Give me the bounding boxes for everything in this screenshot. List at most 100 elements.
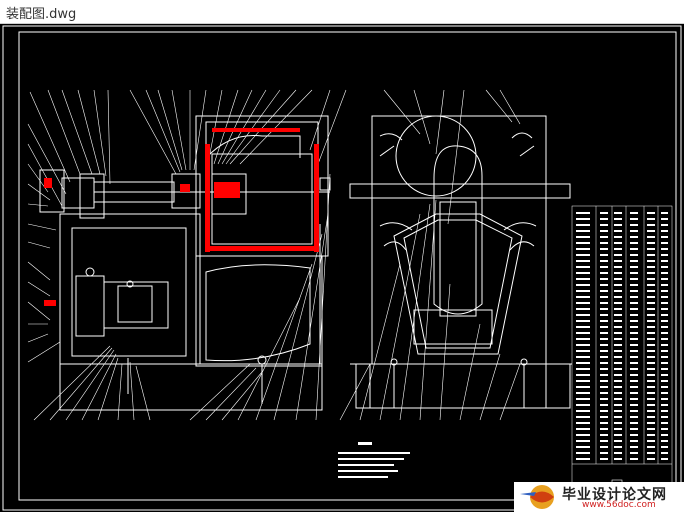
table-cell-mark bbox=[661, 368, 668, 370]
table-cell-mark bbox=[576, 404, 590, 406]
table-cell-mark bbox=[600, 458, 608, 460]
table-cell-mark bbox=[614, 260, 622, 262]
table-cell-mark bbox=[600, 452, 608, 454]
table-cell-mark bbox=[661, 314, 668, 316]
table-cell-mark bbox=[661, 416, 668, 418]
table-cell-mark bbox=[647, 416, 655, 418]
table-cell-mark bbox=[614, 374, 622, 376]
table-cell-mark bbox=[647, 260, 655, 262]
table-cell-mark bbox=[661, 362, 668, 364]
table-cell-mark bbox=[630, 302, 638, 304]
file-tab[interactable]: 装配图.dwg bbox=[0, 0, 684, 24]
table-cell-mark bbox=[614, 410, 622, 412]
table-cell-mark bbox=[600, 296, 608, 298]
globe-logo-icon bbox=[520, 485, 554, 509]
table-cell-mark bbox=[600, 248, 608, 250]
table-cell-mark bbox=[647, 236, 655, 238]
table-cell-mark bbox=[576, 350, 590, 352]
table-cell-mark bbox=[576, 422, 590, 424]
table-cell-mark bbox=[647, 350, 655, 352]
table-cell-mark bbox=[614, 272, 622, 274]
table-cell-mark bbox=[600, 416, 608, 418]
table-cell-mark bbox=[630, 410, 638, 412]
table-cell-mark bbox=[600, 428, 608, 430]
table-cell-mark bbox=[576, 368, 590, 370]
table-cell-mark bbox=[647, 332, 655, 334]
table-cell-mark bbox=[630, 236, 638, 238]
table-cell-mark bbox=[600, 386, 608, 388]
drawing-canvas[interactable]: 毕业设计论文网 www.56doc.com bbox=[0, 24, 684, 512]
table-cell-mark bbox=[600, 398, 608, 400]
table-cell-mark bbox=[614, 320, 622, 322]
table-cell-mark bbox=[576, 212, 590, 214]
table-cell-mark bbox=[600, 314, 608, 316]
table-cell-mark bbox=[630, 242, 638, 244]
table-cell-mark bbox=[630, 380, 638, 382]
table-cell-mark bbox=[600, 332, 608, 334]
table-cell-mark bbox=[630, 374, 638, 376]
table-cell-mark bbox=[600, 374, 608, 376]
table-cell-mark bbox=[576, 230, 590, 232]
table-cell-mark bbox=[647, 422, 655, 424]
table-cell-mark bbox=[630, 416, 638, 418]
table-cell-mark bbox=[600, 230, 608, 232]
table-cell-mark bbox=[614, 290, 622, 292]
table-cell-mark bbox=[661, 440, 668, 442]
table-cell-mark bbox=[576, 296, 590, 298]
table-cell-mark bbox=[614, 392, 622, 394]
table-cell-mark bbox=[600, 266, 608, 268]
table-cell-mark bbox=[614, 422, 622, 424]
table-cell-mark bbox=[647, 218, 655, 220]
table-cell-mark bbox=[661, 338, 668, 340]
table-cell-mark bbox=[600, 404, 608, 406]
table-cell-mark bbox=[600, 380, 608, 382]
table-cell-mark bbox=[576, 278, 590, 280]
table-cell-mark bbox=[647, 440, 655, 442]
table-cell-mark bbox=[600, 434, 608, 436]
table-cell-mark bbox=[630, 362, 638, 364]
table-cell-mark bbox=[630, 248, 638, 250]
table-cell-mark bbox=[630, 224, 638, 226]
table-cell-mark bbox=[576, 440, 590, 442]
table-cell-mark bbox=[647, 266, 655, 268]
table-cell-mark bbox=[600, 278, 608, 280]
table-cell-mark bbox=[661, 428, 668, 430]
table-cell-mark bbox=[647, 362, 655, 364]
table-cell-mark bbox=[647, 290, 655, 292]
table-cell-mark bbox=[647, 386, 655, 388]
table-cell-mark bbox=[614, 284, 622, 286]
table-cell-mark bbox=[576, 236, 590, 238]
table-cell-mark bbox=[647, 278, 655, 280]
table-cell-mark bbox=[647, 458, 655, 460]
table-cell-mark bbox=[630, 326, 638, 328]
table-cell-mark bbox=[614, 368, 622, 370]
table-cell-mark bbox=[661, 224, 668, 226]
table-cell-mark bbox=[647, 326, 655, 328]
table-cell-mark bbox=[661, 236, 668, 238]
watermark-banner: 毕业设计论文网 www.56doc.com bbox=[514, 482, 684, 512]
technical-notes bbox=[338, 442, 410, 478]
table-cell-mark bbox=[647, 398, 655, 400]
table-cell-mark bbox=[576, 362, 590, 364]
table-cell-mark bbox=[600, 302, 608, 304]
table-cell-mark bbox=[614, 446, 622, 448]
table-cell-mark bbox=[630, 212, 638, 214]
table-cell-mark bbox=[630, 314, 638, 316]
table-cell-mark bbox=[630, 350, 638, 352]
table-cell-mark bbox=[661, 422, 668, 424]
table-cell-mark bbox=[630, 272, 638, 274]
table-cell-mark bbox=[647, 212, 655, 214]
table-cell-mark bbox=[600, 326, 608, 328]
front-view bbox=[39, 115, 331, 411]
table-cell-mark bbox=[576, 356, 590, 358]
table-cell-mark bbox=[576, 392, 590, 394]
table-cell-mark bbox=[576, 410, 590, 412]
table-cell-mark bbox=[576, 260, 590, 262]
table-cell-mark bbox=[630, 392, 638, 394]
table-cell-mark bbox=[661, 266, 668, 268]
table-cell-mark bbox=[647, 338, 655, 340]
table-cell-mark bbox=[661, 386, 668, 388]
table-cell-mark bbox=[576, 224, 590, 226]
table-cell-mark bbox=[661, 344, 668, 346]
table-cell-mark bbox=[647, 410, 655, 412]
